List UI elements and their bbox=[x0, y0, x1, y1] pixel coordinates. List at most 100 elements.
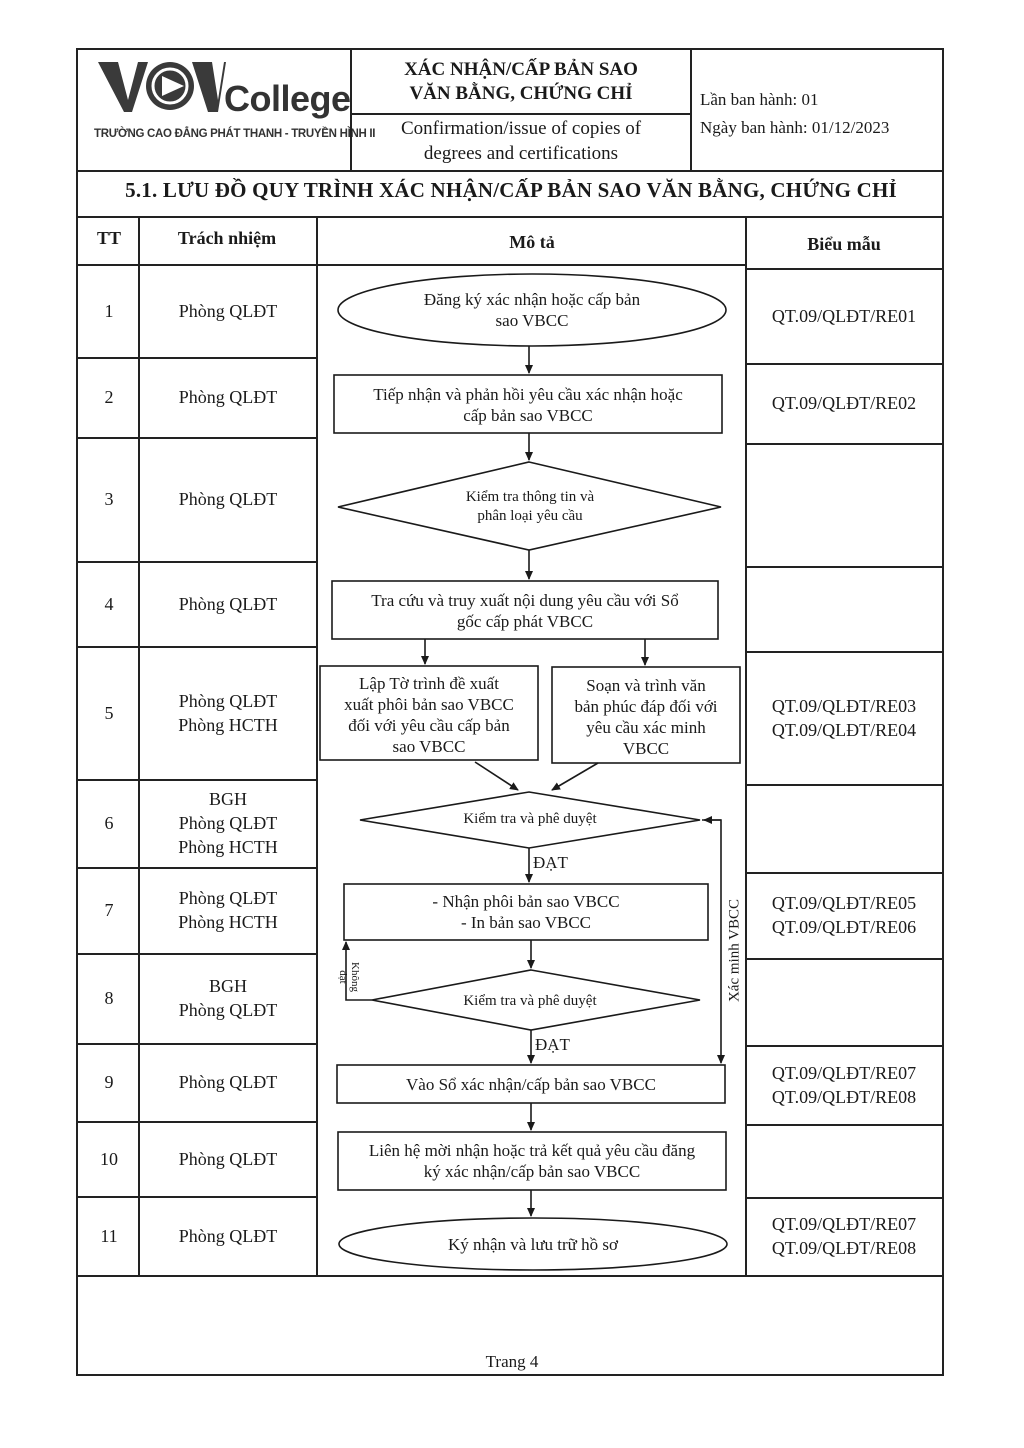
row-rule bbox=[78, 1196, 316, 1198]
form-code: QT.09/QLĐT/RE07 bbox=[771, 1062, 917, 1083]
flow-s8-text: Kiểm tra và phê duyệt bbox=[400, 988, 660, 1014]
flow-text-line: Tiếp nhận và phản hồi yêu cầu xác nhận h… bbox=[373, 385, 683, 404]
col-header-tt: TT bbox=[96, 228, 121, 248]
flow-s3-text: Kiểm tra thông tin và phân loại yêu cầu bbox=[410, 485, 650, 529]
form-code: QT.09/QLĐT/RE01 bbox=[771, 305, 917, 326]
responsibility-unit: Phòng QLĐT bbox=[178, 888, 278, 908]
responsibility-unit: Phòng QLĐT bbox=[178, 1225, 278, 1246]
col-header-forms: Biểu mẫu bbox=[807, 234, 881, 254]
row-number: 7 bbox=[104, 900, 114, 920]
fail-label-line: đạt bbox=[337, 970, 349, 984]
responsibility-unit: Phòng QLĐT bbox=[178, 300, 278, 321]
row-number: 5 bbox=[104, 702, 114, 723]
row-rule bbox=[78, 953, 316, 955]
responsibility-unit: Phòng HCTH bbox=[178, 837, 278, 857]
flow-end-terminal bbox=[338, 1217, 728, 1271]
pass-label: ĐẠT bbox=[533, 853, 568, 872]
row-rule bbox=[745, 1124, 942, 1126]
row-number: 3 bbox=[104, 489, 114, 509]
form-code: QT.09/QLĐT/RE08 bbox=[771, 1238, 917, 1258]
document-title-vi: XÁC NHẬN/CẤP BẢN SAO VĂN BẰNG, CHỨNG CHỈ bbox=[352, 58, 690, 106]
flow-text-line: cấp bản sao VBCC bbox=[463, 406, 593, 425]
form-code: QT.09/QLĐT/RE02 bbox=[771, 393, 917, 413]
row-rule bbox=[745, 872, 942, 874]
col-header-description: Mô tả bbox=[509, 232, 555, 252]
flow-text-line: Kiểm tra và phê duyệt bbox=[463, 810, 597, 827]
verify-label: Xác minh VBCC bbox=[726, 898, 743, 1003]
title-line: Confirmation/issue of copies of bbox=[400, 118, 642, 139]
responsibility-unit: Phòng QLĐT bbox=[178, 489, 278, 509]
form-code: QT.09/QLĐT/RE06 bbox=[771, 917, 917, 937]
row-rule bbox=[745, 1197, 942, 1199]
form-code: QT.09/QLĐT/RE05 bbox=[771, 893, 917, 913]
flow-text-line: - In bản sao VBCC bbox=[460, 913, 591, 932]
row-rule bbox=[78, 1121, 316, 1123]
form-code: QT.09/QLĐT/RE04 bbox=[771, 719, 917, 740]
flow-text-line: phân loại yêu cầu bbox=[477, 508, 583, 524]
form-code: QT.09/QLĐT/RE03 bbox=[771, 695, 917, 716]
flow-text-line: yêu cầu xác minh bbox=[586, 718, 706, 737]
row-number: 11 bbox=[100, 1225, 118, 1246]
page-number: Trang 4 bbox=[485, 1352, 539, 1371]
title-line: XÁC NHẬN/CẤP BẢN SAO bbox=[404, 59, 638, 80]
responsibility-unit: Phòng QLĐT bbox=[178, 690, 278, 711]
responsibility-unit: Phòng QLĐT bbox=[178, 813, 278, 833]
responsibility-cell: Phòng QLĐT bbox=[140, 1043, 316, 1121]
row-rule bbox=[78, 867, 316, 869]
form-code: QT.09/QLĐT/RE08 bbox=[771, 1086, 917, 1107]
flow-s7-text: - Nhận phôi bản sao VBCC - In bản sao VBC… bbox=[344, 887, 708, 937]
col-header-responsibility: Trách nhiệm bbox=[177, 228, 277, 248]
responsibility-cell: Phòng QLĐT bbox=[140, 1196, 316, 1275]
flow-text-line: Tra cứu và truy xuất nội dung yêu cầu vớ… bbox=[371, 591, 679, 610]
responsibility-cell: Phòng QLĐT bbox=[140, 437, 316, 561]
flow-text-line: gốc cấp phát VBCC bbox=[456, 612, 594, 631]
responsibility-cell: Phòng QLĐT bbox=[140, 357, 316, 437]
flow-text-line: Đăng ký xác nhận hoặc cấp bản bbox=[423, 290, 641, 309]
fail-label: Không đạt bbox=[331, 957, 361, 997]
form-code-cell: QT.09/QLĐT/RE01 bbox=[747, 268, 941, 363]
flow-step-7-box bbox=[343, 883, 709, 941]
responsibility-cell: Phòng QLĐT bbox=[140, 561, 316, 646]
flow-s4-text: Tra cứu và truy xuất nội dung yêu cầu vớ… bbox=[332, 583, 718, 639]
document-title-en: Confirmation/issue of copies of degrees … bbox=[352, 116, 690, 166]
header-divider bbox=[690, 50, 692, 170]
grid-line bbox=[138, 216, 140, 1276]
flow-text-line: Kiểm tra thông tin và bbox=[465, 489, 595, 505]
flow-text-line: xuất phôi bản sao VBCC bbox=[344, 695, 514, 714]
row-rule bbox=[745, 784, 942, 786]
responsibility-cell: Phòng QLĐT bbox=[140, 264, 316, 357]
row-rule bbox=[78, 646, 316, 648]
responsibility-cell: Phòng QLĐT bbox=[140, 1121, 316, 1196]
logo-subtitle: TRƯỜNG CAO ĐẲNG PHÁT THANH - TRUYỀN HÌNH… bbox=[94, 128, 376, 140]
college-logo: College TRƯỜNG CAO ĐẲNG PHÁT THANH - TRU… bbox=[78, 50, 375, 168]
row-rule bbox=[78, 779, 316, 781]
table-bottom-rule bbox=[78, 1275, 944, 1277]
responsibility-unit: Phòng QLĐT bbox=[178, 387, 278, 407]
page-frame bbox=[76, 48, 944, 1376]
row-rule bbox=[78, 561, 316, 563]
row-rule bbox=[745, 363, 942, 365]
header-divider bbox=[350, 50, 352, 170]
row-rule bbox=[745, 443, 942, 445]
row-rule bbox=[745, 268, 942, 270]
flow-step-5a-box bbox=[319, 665, 539, 761]
flow-step-2-box bbox=[333, 374, 723, 434]
grid-line bbox=[316, 216, 318, 1276]
responsibility-unit: Phòng QLĐT bbox=[178, 593, 278, 614]
fail-label-line: Không bbox=[349, 962, 361, 992]
flow-text-line: bản phúc đáp đối với bbox=[574, 697, 718, 716]
flow-text-line: - Nhận phôi bản sao VBCC bbox=[432, 892, 620, 911]
row-rule bbox=[78, 1043, 316, 1045]
responsibility-unit: Phòng QLĐT bbox=[178, 1148, 278, 1169]
flow-text-line: Ký nhận và lưu trữ hồ sơ bbox=[447, 1234, 618, 1254]
flow-step-5b-box bbox=[551, 666, 741, 764]
table-top-rule bbox=[78, 216, 944, 218]
responsibility-unit: BGH bbox=[208, 976, 247, 996]
